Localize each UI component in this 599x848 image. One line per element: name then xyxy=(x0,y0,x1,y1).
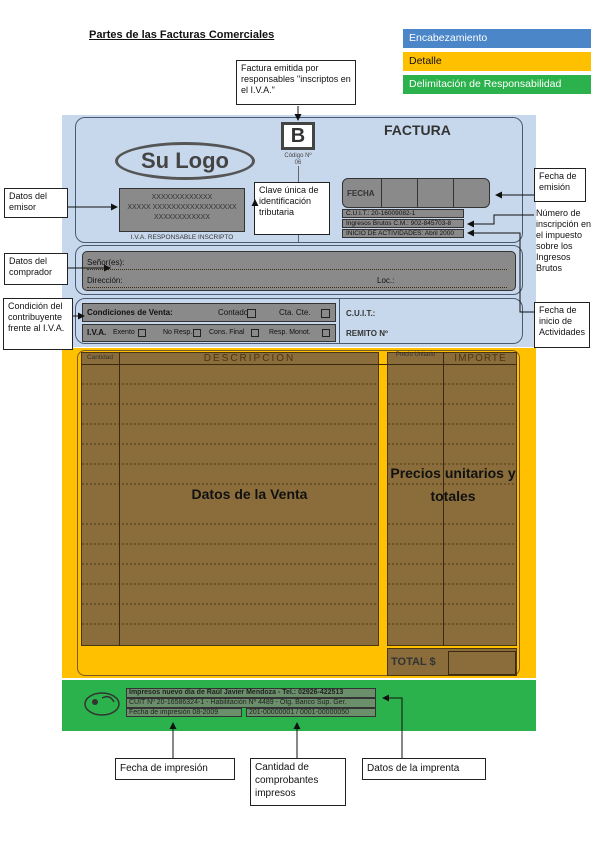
callout-datos-emisor: Datos del emisor xyxy=(4,188,68,218)
emisor-line: XXXXX XXXXXXXXXXXXXXXXXX xyxy=(127,204,237,211)
emisor-line: XXXXXXXXXXXX xyxy=(153,214,211,221)
callout-fecha-emision: Fecha de emisión xyxy=(534,168,586,202)
resp-monot-checkbox xyxy=(322,329,330,337)
cuit-buyer-label: C.U.I.T.: xyxy=(346,309,376,318)
descripcion-panel xyxy=(81,352,379,646)
condiciones-venta-box: Condiciones de Venta: Contado Cta. Cte. xyxy=(82,303,336,322)
condiciones-venta-label: Condiciones de Venta: xyxy=(87,308,173,317)
cantidad-header: Cantidad xyxy=(86,354,114,361)
page-title: Partes de las Facturas Comerciales xyxy=(89,29,275,41)
inicio-actividades-row: INICIO DE ACTIVIDADES: Abril 2000 xyxy=(342,229,464,238)
remito-label: REMITO Nº xyxy=(346,329,388,338)
legend-detalle: Detalle xyxy=(403,52,591,71)
cons-final-label: Cons. Final xyxy=(209,329,245,336)
logo: Su Logo xyxy=(115,142,255,180)
no-resp-label: No Resp. xyxy=(163,329,193,336)
cuit-row: C.U.I.T.: 20-16009082-1 xyxy=(342,209,464,218)
exento-label: Exento xyxy=(113,329,135,336)
descripcion-header: DESCRIPCION xyxy=(203,353,296,364)
loc-label: Loc.: xyxy=(377,276,395,285)
header-rule xyxy=(81,364,517,365)
fecha-box: FECHA xyxy=(342,178,490,208)
precios-label: Precios unitarios y totales xyxy=(390,465,516,504)
fecha-divider xyxy=(453,179,454,207)
callout-condicion: Condición del contribuyente frente al I.… xyxy=(3,298,73,350)
callout-clave-unica: Clave única de identificación tributaria xyxy=(254,182,330,235)
importe-header: IMPORTE xyxy=(454,353,507,364)
iva-box: I.V.A. Exento No Resp. Cons. Final Resp.… xyxy=(82,324,336,342)
factura-title: FACTURA xyxy=(384,122,451,138)
fecha-impresion-text: Fecha de impresión 08-2009 xyxy=(126,708,242,717)
resp-monot-label: Resp. Monot. xyxy=(269,329,311,336)
cons-final-checkbox xyxy=(251,329,259,337)
legend-delimitacion: Delimitación de Responsabilidad xyxy=(403,75,591,94)
conditions-frame xyxy=(75,298,523,344)
invoice-letter-box: B xyxy=(281,122,315,150)
total-label: TOTAL $ xyxy=(391,656,436,668)
fecha-divider xyxy=(417,179,418,207)
buyer-frame xyxy=(75,245,523,295)
senores-label: Señor(es): xyxy=(87,258,125,267)
importe-divider xyxy=(443,352,444,646)
direccion-line: Dirección: Loc.: xyxy=(87,276,507,288)
fecha-label: FECHA xyxy=(347,189,375,198)
callout-datos-imprenta: Datos de la imprenta xyxy=(362,758,486,780)
datos-venta-label: Datos de la Venta xyxy=(191,486,308,502)
total-value-box xyxy=(448,651,516,675)
printer-line-2: CUIT Nº 20-16586324-1 - Habilitación Nº … xyxy=(126,698,376,708)
callout-datos-comprador: Datos del comprador xyxy=(4,253,68,285)
ingresos-brutos-row: Ingresos Brutos C.M.: 902-845703-8 xyxy=(342,219,464,228)
conditions-divider xyxy=(339,298,340,344)
printer-line-1: Impresos nuevo día de Raúl Javier Mendoz… xyxy=(126,688,376,698)
codigo-label: Código Nº 06 xyxy=(284,153,312,166)
contado-label: Contado xyxy=(218,308,249,317)
no-resp-checkbox xyxy=(193,329,201,337)
buyer-box: Señor(es): Dirección: Loc.: xyxy=(82,251,516,291)
importe-panel xyxy=(387,352,517,646)
printer-logo-icon xyxy=(82,688,122,718)
cantidad-divider xyxy=(119,352,120,646)
iva-label: I.V.A. xyxy=(87,328,107,337)
exento-checkbox xyxy=(138,329,146,337)
printer-line-3: Fecha de impresión 08-2009 201-00000001 … xyxy=(126,708,376,717)
detail-frame xyxy=(77,350,520,676)
callout-fecha-inicio: Fecha de inicio de Actividades xyxy=(534,302,590,348)
emisor-box: XXXXXXXXXXXXX XXXXX XXXXXXXXXXXXXXXXXX X… xyxy=(119,188,245,232)
cta-cte-checkbox xyxy=(321,309,330,318)
direccion-label: Dirección: xyxy=(87,276,123,285)
printer-info: Impresos nuevo día de Raúl Javier Mendoz… xyxy=(126,688,376,720)
legend-encabezamiento: Encabezamiento xyxy=(403,29,591,48)
callout-factura-emitida: Factura emitida por responsables "inscri… xyxy=(236,60,356,105)
total-box: TOTAL $ xyxy=(387,648,517,676)
cta-cte-label: Cta. Cte. xyxy=(279,308,311,317)
senores-line: Señor(es): xyxy=(87,258,507,270)
callout-cantidad-comprobantes: Cantidad de comprobantes impresos xyxy=(250,758,346,806)
numeracion-text: 201-00000001 / 0001-00000050 xyxy=(246,708,376,717)
iva-responsable: I.V.A. RESPONSABLE INSCRIPTO xyxy=(130,234,234,241)
contado-checkbox xyxy=(247,309,256,318)
callout-fecha-impresion: Fecha de impresión xyxy=(115,758,235,780)
fecha-divider xyxy=(381,179,382,207)
emisor-line: XXXXXXXXXXXXX xyxy=(151,194,213,201)
precio-unitario-header: Precio Unitario xyxy=(395,352,436,358)
callout-numero-inscripcion: Número de inscripción en el impuesto sob… xyxy=(536,208,592,273)
logo-text: Su Logo xyxy=(141,148,229,173)
